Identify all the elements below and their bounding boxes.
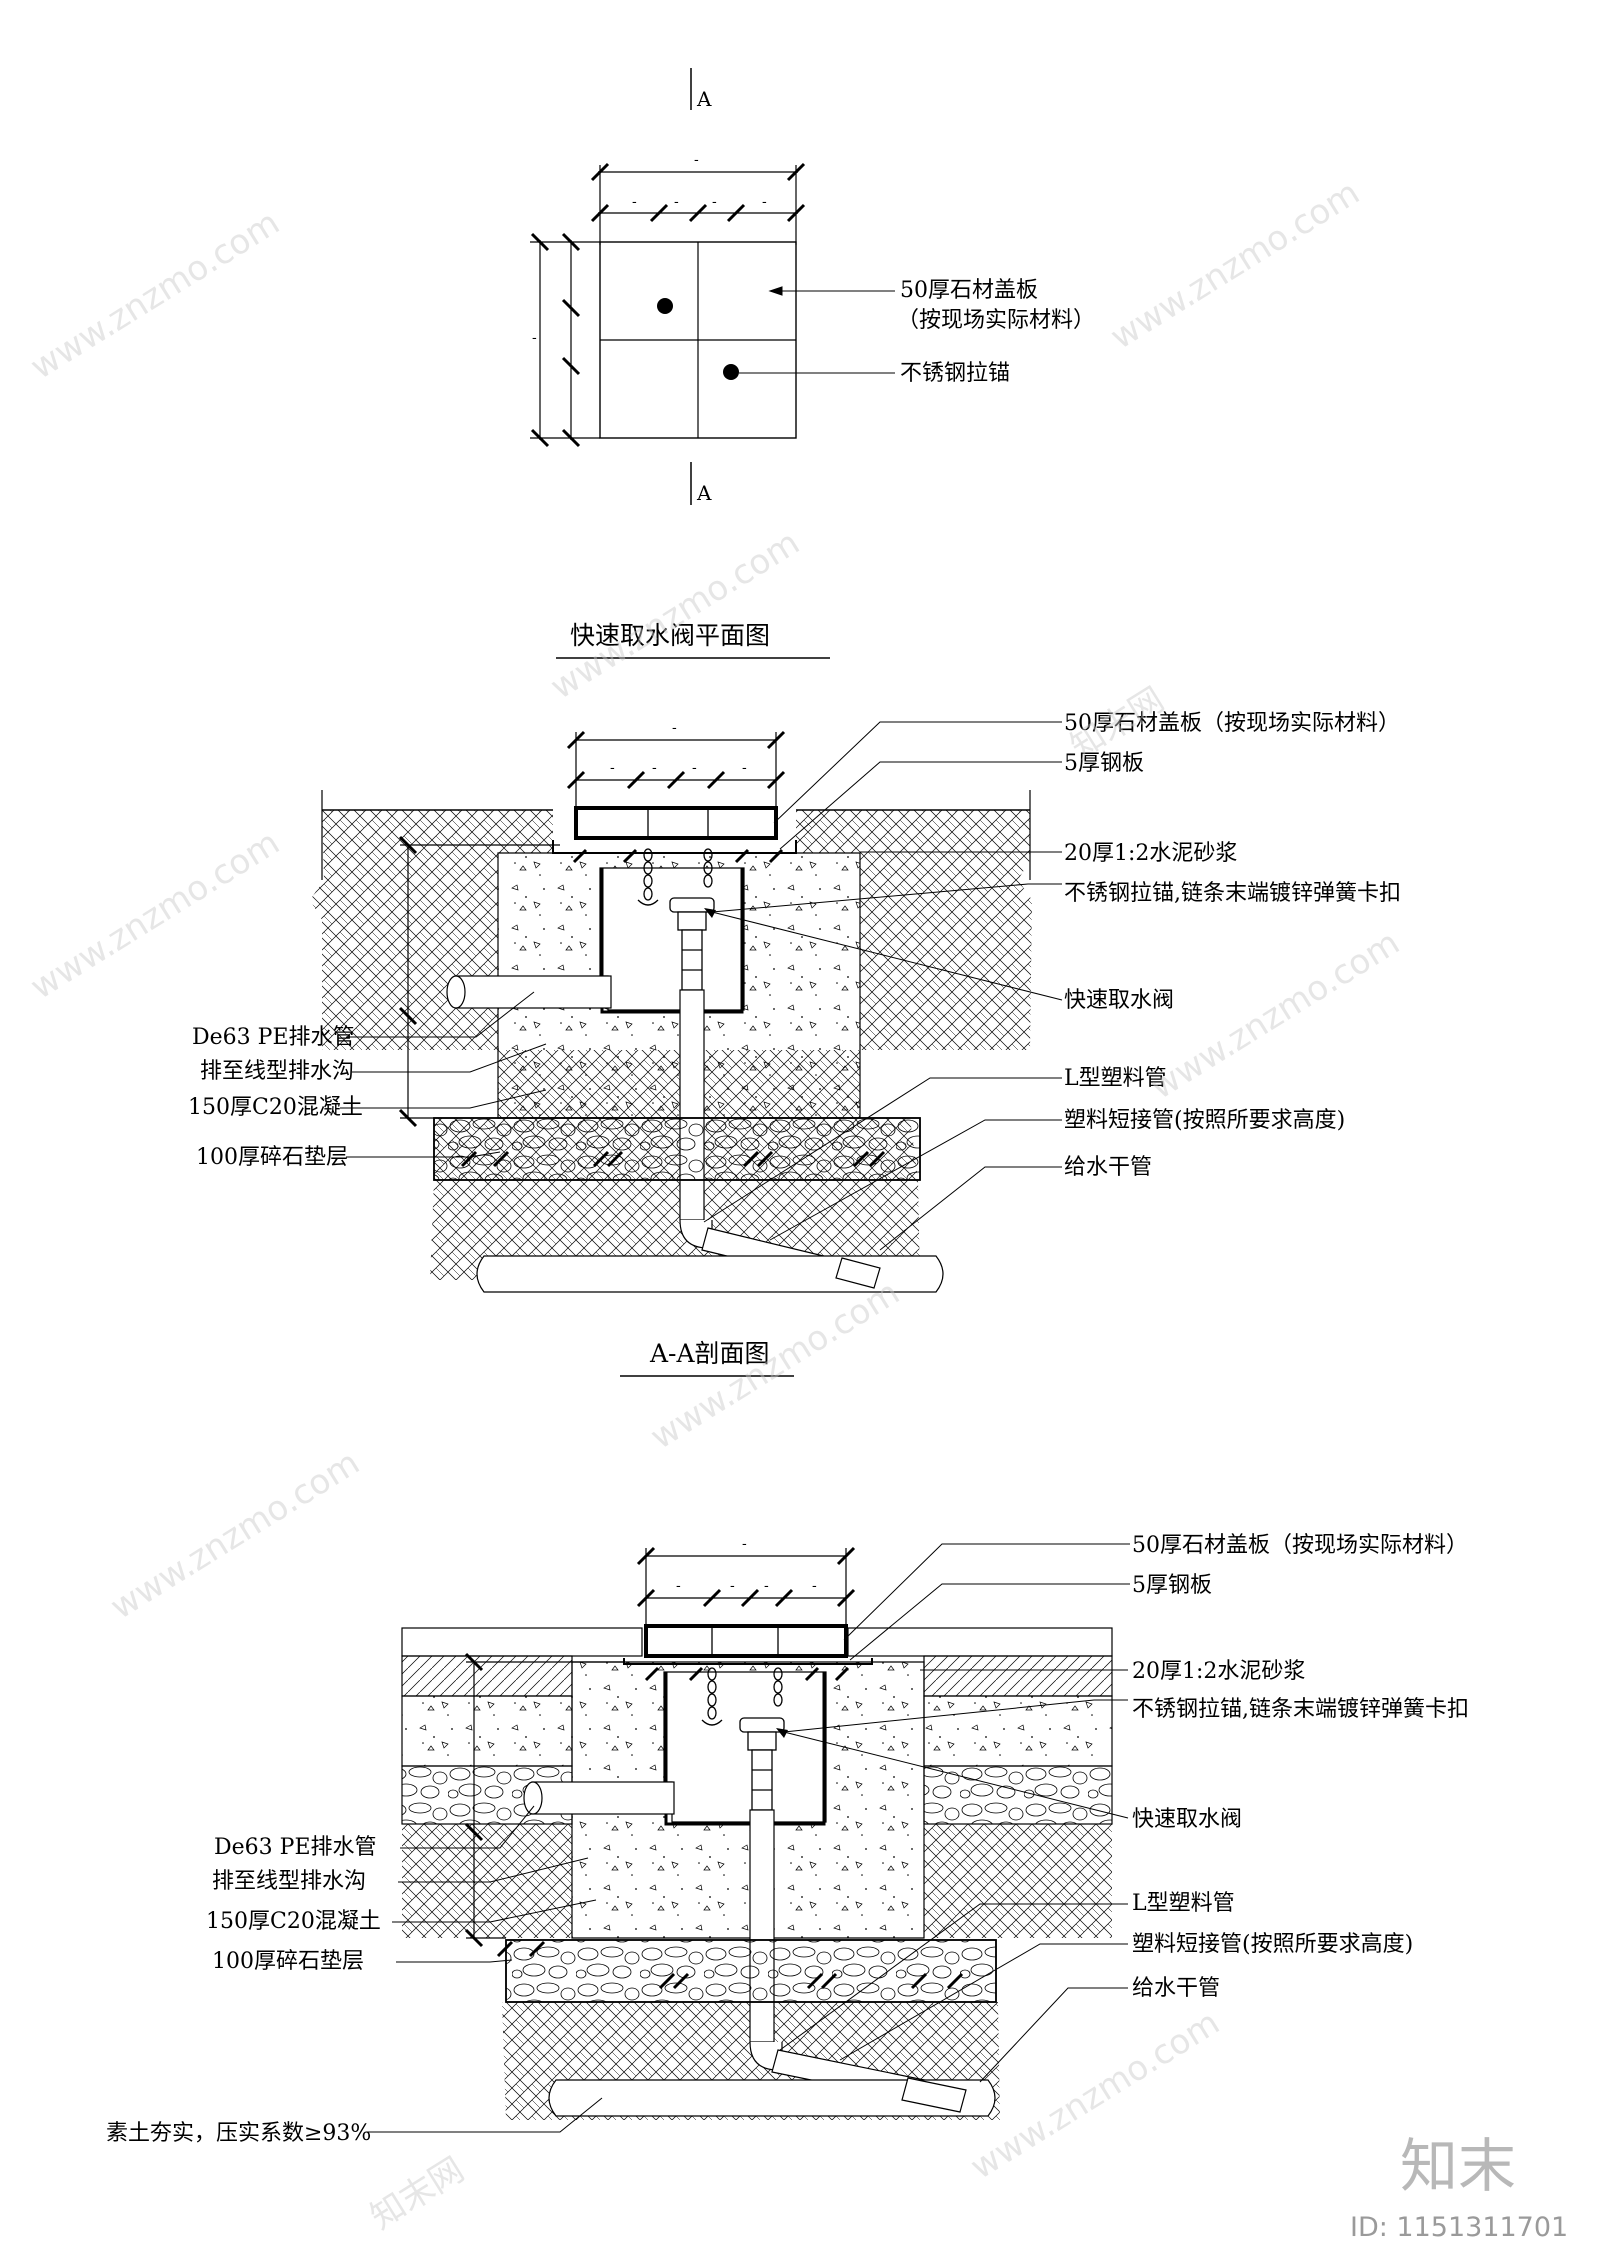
dimension-value: - xyxy=(742,760,747,776)
gravel-base-layer xyxy=(923,1765,1113,1825)
paving-layer xyxy=(401,1627,643,1657)
section-mark-label: A xyxy=(696,87,712,111)
anchor-point xyxy=(657,298,673,314)
dimension-value: - xyxy=(762,194,767,210)
watermark-text: www.znzmo.com xyxy=(24,203,287,388)
label-concrete: 150厚C20混凝土 xyxy=(206,1909,381,1934)
section-view-1: - - - - - xyxy=(188,711,1401,1377)
dimension-value: - xyxy=(532,330,537,346)
label-gravel: 100厚碎石垫层 xyxy=(196,1145,348,1170)
label-main-pipe: 给水干管 xyxy=(1064,1155,1152,1180)
quick-water-valve xyxy=(739,1717,785,1811)
dimension-value: - xyxy=(730,1578,735,1594)
soil-layer xyxy=(924,1824,1112,1938)
section-view-2: - - - - - xyxy=(106,1533,1469,2146)
dimension-value: - xyxy=(742,1536,747,1552)
label-l-pipe: L型塑料管 xyxy=(1064,1066,1167,1091)
label-drain-pipe: De63 PE排水管 xyxy=(192,1025,355,1050)
dimension-value: - xyxy=(692,760,697,776)
plan-dimension-top xyxy=(590,162,806,245)
quick-water-valve xyxy=(669,897,715,991)
watermark-text: www.znzmo.com xyxy=(104,1443,367,1628)
label-drain-pipe: De63 PE排水管 xyxy=(214,1835,377,1860)
label-cover: 50厚石材盖板（按现场实际材料） xyxy=(1132,1533,1468,1558)
label-anchor: 不锈钢拉锚,链条末端镀锌弹簧卡扣 xyxy=(1132,1697,1469,1722)
image-id: ID: 1151311701 xyxy=(1350,2212,1568,2243)
mortar-layer xyxy=(923,1655,1113,1697)
label-l-pipe: L型塑料管 xyxy=(1132,1891,1235,1916)
paving-layer xyxy=(847,1627,1113,1657)
cover-plate-label: 50厚石材盖板 xyxy=(900,278,1038,303)
section2-dimension-left xyxy=(464,1652,624,1948)
watermark-text: www.znzmo.com xyxy=(1144,923,1407,1108)
label-main-pipe: 给水干管 xyxy=(1132,1976,1220,2001)
label-steel-plate: 5厚钢板 xyxy=(1064,751,1144,776)
l-plastic-pipe xyxy=(749,1809,775,2043)
label-valve: 快速取水阀 xyxy=(1132,1807,1242,1832)
pe-drain-pipe xyxy=(454,975,612,1009)
anchor-chain xyxy=(637,808,713,906)
section-cut-mark-top: A xyxy=(690,68,712,111)
gravel-layer xyxy=(505,1939,997,2003)
plan-dimension-left xyxy=(530,232,600,448)
label-short-pipe: 塑料短接管(按照所要求高度) xyxy=(1132,1932,1413,1957)
section2-dimension-top xyxy=(636,1546,856,1626)
dimension-value: - xyxy=(632,194,637,210)
dimension-value: - xyxy=(676,1578,681,1594)
watermark-text: www.znzmo.com xyxy=(544,523,807,708)
dimension-value: - xyxy=(764,1578,769,1594)
label-cover: 50厚石材盖板（按现场实际材料） xyxy=(1064,711,1400,736)
label-compacted-soil: 素土夯实，压实系数≥93% xyxy=(106,2121,371,2146)
mortar-layer xyxy=(401,1655,573,1697)
label-mortar: 20厚1:2水泥砂浆 xyxy=(1132,1659,1305,1684)
main-water-pipe xyxy=(476,1255,944,1293)
plan-title: 快速取水阀平面图 xyxy=(570,621,770,650)
steel-plate xyxy=(552,840,797,854)
soil-layer xyxy=(402,1824,572,1938)
label-concrete: 150厚C20混凝土 xyxy=(188,1095,363,1120)
anchor-point xyxy=(723,364,739,380)
anchor-chain xyxy=(701,1626,783,1726)
label-short-pipe: 塑料短接管(按照所要求高度) xyxy=(1064,1108,1345,1133)
label-valve: 快速取水阀 xyxy=(1064,988,1174,1013)
stone-cover-plate xyxy=(644,1624,848,1658)
gravel-layer xyxy=(433,1117,921,1181)
plan-view: A A - - - - - - xyxy=(530,68,1095,659)
watermark-text: www.znzmo.com xyxy=(1104,173,1367,358)
dimension-value: - xyxy=(652,760,657,776)
label-mortar: 20厚1:2水泥砂浆 xyxy=(1064,841,1237,866)
watermark-text: 知末网 xyxy=(364,2150,472,2238)
section-mark-label: A xyxy=(696,481,712,505)
base-concrete-layer xyxy=(401,1695,573,1767)
dimension-value: - xyxy=(812,1578,817,1594)
label-gravel: 100厚碎石垫层 xyxy=(212,1949,364,1974)
dimension-value: - xyxy=(712,194,717,210)
label-drain-destination: 排至线型排水沟 xyxy=(212,1869,366,1894)
label-steel-plate: 5厚钢板 xyxy=(1132,1573,1212,1598)
cover-plate-sublabel: （按现场实际材料） xyxy=(897,308,1095,333)
dimension-value: - xyxy=(674,194,679,210)
label-drain-destination: 排至线型排水沟 xyxy=(200,1059,354,1084)
section1-dimension-top xyxy=(566,730,786,808)
watermark-text: www.znzmo.com xyxy=(964,2003,1227,2188)
pe-drain-pipe xyxy=(531,1781,675,1815)
stone-cover-plate xyxy=(574,806,778,840)
dimension-value: - xyxy=(610,760,615,776)
dimension-value: - xyxy=(672,720,677,736)
section-cut-mark-bottom: A xyxy=(690,462,712,505)
brand-logo: 知末 xyxy=(1400,2132,1516,2200)
anchor-label: 不锈钢拉锚 xyxy=(900,361,1010,386)
watermark-text: www.znzmo.com xyxy=(24,823,287,1008)
dimension-value: - xyxy=(694,152,699,168)
base-concrete-layer xyxy=(923,1695,1113,1767)
steel-plate xyxy=(623,1658,873,1665)
l-plastic-pipe xyxy=(679,989,705,1221)
section-title: A-A剖面图 xyxy=(649,1339,770,1368)
main-water-pipe xyxy=(548,2079,996,2117)
label-anchor: 不锈钢拉锚,链条末端镀锌弹簧卡扣 xyxy=(1064,881,1401,906)
